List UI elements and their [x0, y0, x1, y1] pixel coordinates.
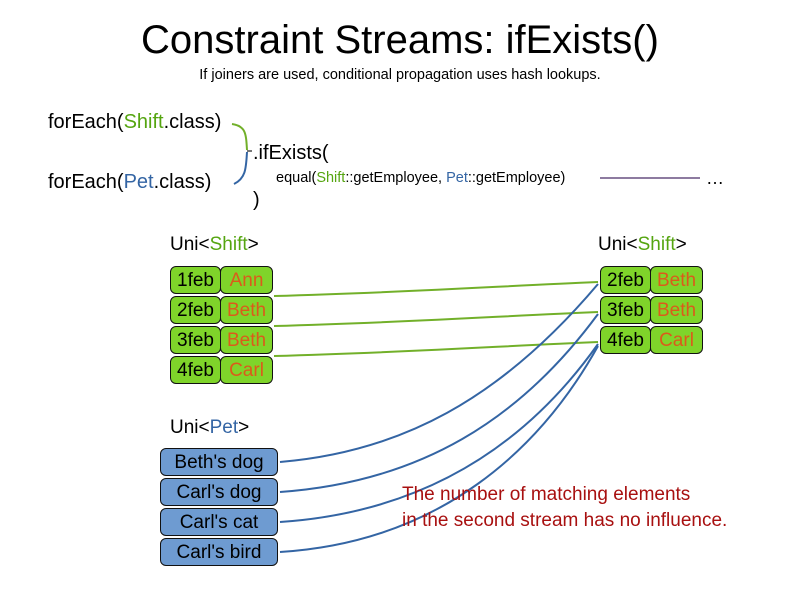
stream-shift-right: 2feb Beth 3feb Beth 4feb Carl — [600, 266, 703, 356]
label-suffix: > — [247, 234, 259, 255]
label-prefix: Uni< — [170, 234, 210, 255]
wire-shift-4feb — [273, 341, 599, 357]
cell-date: 3feb — [170, 326, 221, 354]
cell-date: 3feb — [600, 296, 651, 324]
cell-pet-name: Carl's dog — [160, 478, 278, 506]
label-type: Shift — [209, 234, 248, 255]
wire-pet-beths-dog — [279, 283, 599, 463]
code-if-exists: .ifExists( — [253, 142, 329, 164]
cell-date: 4feb — [170, 356, 221, 384]
wire-shift-2feb — [273, 281, 599, 297]
cell-pet-name: Beth's dog — [160, 448, 278, 476]
code-foreach-shift-prefix: forEach( — [48, 111, 124, 133]
cell-name: Beth — [220, 296, 273, 324]
code-foreach-pet: forEach(Pet.class) — [48, 170, 211, 194]
list-item[interactable]: Carl's bird — [160, 538, 278, 566]
code-equal-prefix: equal( — [276, 170, 317, 186]
page-title: Constraint Streams: ifExists() — [141, 18, 659, 62]
code-foreach-shift-suffix: .class) — [163, 111, 222, 133]
table-row[interactable]: 3feb Beth — [170, 326, 273, 354]
annotation-note: The number of matching elements in the s… — [402, 482, 727, 534]
code-foreach-shift-type: Shift — [123, 111, 164, 133]
page-subtitle: If joiners are used, conditional propaga… — [199, 67, 601, 83]
cell-name: Carl — [650, 326, 703, 354]
cell-name: Ann — [220, 266, 273, 294]
stream-label-pet: Uni<Pet> — [170, 416, 249, 439]
stream-pet: Beth's dog Carl's dog Carl's cat Carl's … — [160, 448, 278, 568]
code-equal-mid: ::getEmployee, — [345, 170, 447, 186]
table-row[interactable]: 3feb Beth — [600, 296, 703, 324]
table-row[interactable]: 2feb Beth — [170, 296, 273, 324]
annotation-line-1: The number of matching elements — [402, 484, 691, 505]
label-prefix: Uni< — [170, 417, 210, 438]
code-equal-type-a: Shift — [316, 170, 346, 186]
code-ellipsis: … — [706, 168, 724, 188]
table-row[interactable]: 1feb Ann — [170, 266, 273, 294]
stream-label-shift-right: Uni<Shift> — [598, 233, 687, 256]
table-row[interactable]: 4feb Carl — [600, 326, 703, 354]
code-foreach-pet-prefix: forEach( — [48, 171, 124, 193]
cell-name: Beth — [650, 266, 703, 294]
table-row[interactable]: 4feb Carl — [170, 356, 273, 384]
label-suffix: > — [238, 417, 250, 438]
brace-pet-to-ifexists — [233, 151, 248, 185]
cell-date: 4feb — [600, 326, 651, 354]
cell-date: 2feb — [600, 266, 651, 294]
code-foreach-pet-type: Pet — [123, 171, 154, 193]
label-type: Shift — [637, 234, 676, 255]
label-suffix: > — [675, 234, 687, 255]
cell-date: 2feb — [170, 296, 221, 324]
cell-date: 1feb — [170, 266, 221, 294]
code-foreach-pet-suffix: .class) — [153, 171, 212, 193]
brace-shift-to-ifexists — [231, 123, 248, 151]
label-type: Pet — [209, 417, 239, 438]
cell-name: Beth — [650, 296, 703, 324]
cell-pet-name: Carl's cat — [160, 508, 278, 536]
code-foreach-shift: forEach(Shift.class) — [48, 110, 221, 134]
stream-label-shift-left: Uni<Shift> — [170, 233, 259, 256]
list-item[interactable]: Carl's cat — [160, 508, 278, 536]
code-equal-joiner: equal(Shift::getEmployee, Pet::getEmploy… — [276, 169, 565, 187]
table-row[interactable]: 2feb Beth — [600, 266, 703, 294]
wire-pet-carls-dog — [279, 313, 599, 493]
code-equal-type-b: Pet — [446, 170, 468, 186]
code-equal-suffix: ::getEmployee) — [467, 170, 566, 186]
wire-shift-3feb — [273, 311, 599, 327]
annotation-line-2: in the second stream has no influence. — [402, 510, 728, 531]
cell-name: Carl — [220, 356, 273, 384]
stream-shift-left: 1feb Ann 2feb Beth 3feb Beth 4feb Carl — [170, 266, 273, 386]
cell-pet-name: Carl's bird — [160, 538, 278, 566]
code-close-paren: ) — [253, 189, 260, 211]
list-item[interactable]: Beth's dog — [160, 448, 278, 476]
label-prefix: Uni< — [598, 234, 638, 255]
cell-name: Beth — [220, 326, 273, 354]
list-item[interactable]: Carl's dog — [160, 478, 278, 506]
